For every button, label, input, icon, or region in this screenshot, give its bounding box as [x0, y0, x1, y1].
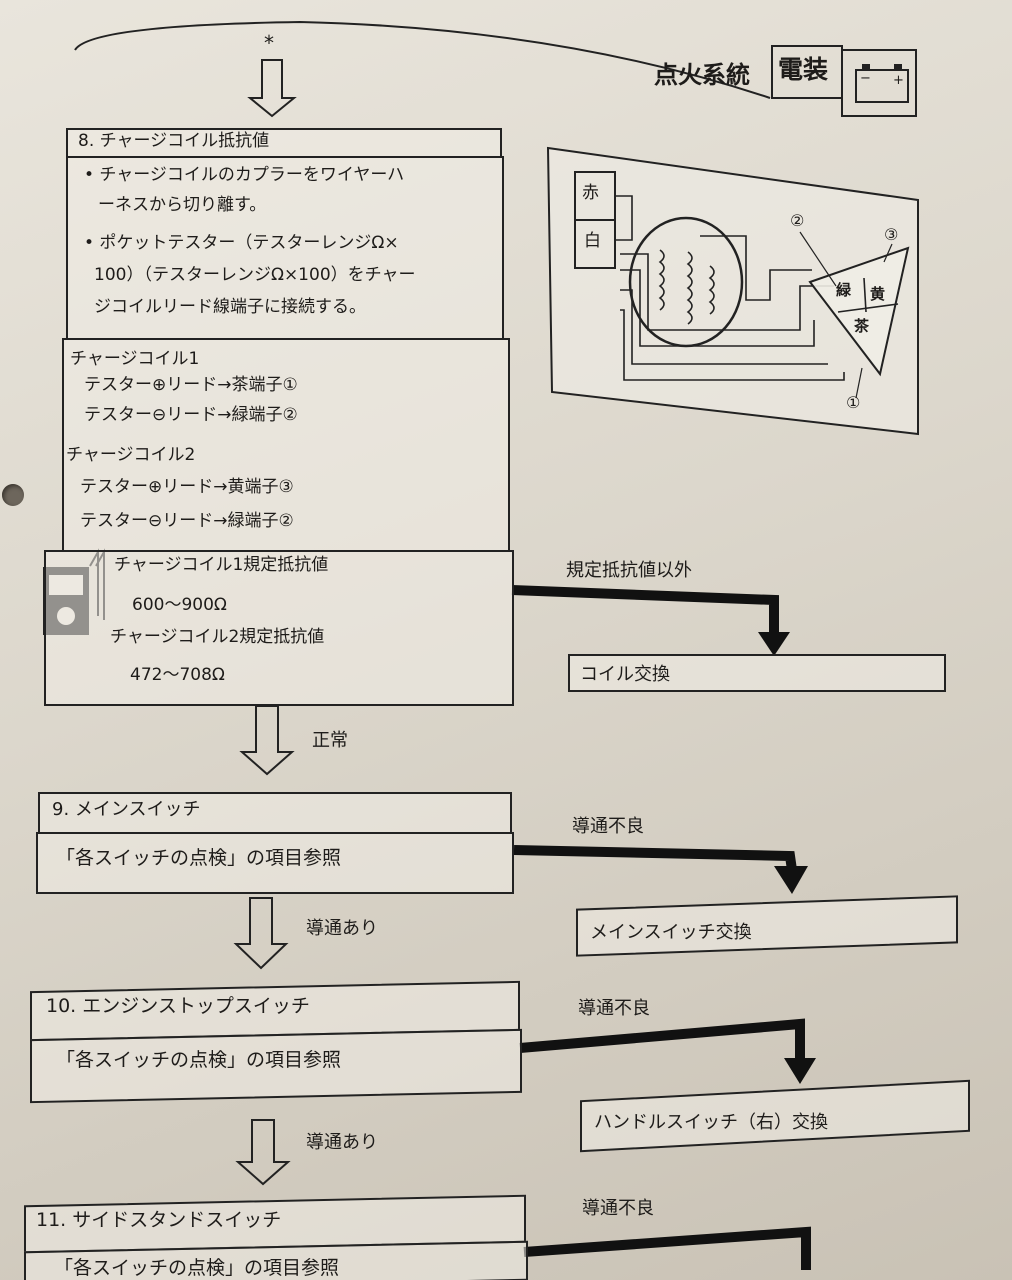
binder-hole [2, 484, 24, 506]
step8-fail-label: 規定抵抗値以外 [566, 560, 692, 581]
step8-fail-action-box [568, 654, 946, 692]
terminal-yellow: 黄 [870, 285, 886, 303]
wire-white: 白 [584, 231, 601, 251]
step8-instruction-2: ーネスから切り離す。 [98, 195, 267, 215]
step9-fail-action: メインスイッチ交換 [590, 922, 752, 943]
category-label: 電装 [778, 55, 829, 84]
step10-fail-label: 導通不良 [578, 998, 650, 1019]
coil1-plus: テスター⊕リード→茶端子① [84, 375, 298, 395]
step11-fail-label: 導通不良 [582, 1198, 654, 1219]
header-rule [74, 20, 771, 99]
step11-ref: 「各スイッチの点検」の項目参照 [54, 1257, 340, 1279]
fail-arrowheads [758, 632, 816, 1084]
terminal-number-3: ③ [884, 225, 899, 244]
step8-instruction-1: • チャージコイルのカプラーをワイヤーハ [84, 165, 405, 185]
section-title: 点火系統 [654, 61, 750, 89]
step8-spec-box [44, 550, 514, 706]
step8-connections-box [62, 338, 510, 552]
battery-box [841, 49, 917, 117]
terminal-number-2: ② [790, 211, 805, 230]
spec2-label: チャージコイル2規定抵抗値 [110, 627, 325, 647]
wire-red: 赤 [582, 183, 599, 203]
step8-instruction-3: • ポケットテスター（テスターレンジΩ× [84, 233, 399, 253]
step10-fail-action: ハンドルスイッチ（右）交換 [594, 1112, 828, 1133]
step11-title: 11. サイドスタンドスイッチ [36, 1209, 282, 1231]
continuation-asterisk: * [264, 31, 274, 55]
step9-title: 9. メインスイッチ [52, 799, 201, 820]
step9-fail-label: 導通不良 [572, 816, 644, 837]
spec1-label: チャージコイル1規定抵抗値 [114, 555, 329, 575]
coil2-label: チャージコイル2 [66, 445, 196, 465]
step8-instructions-box [66, 156, 504, 340]
step8-instruction-4: 100）（テスターレンジΩ×100）をチャー [94, 265, 416, 285]
step8-ok-label: 正常 [312, 730, 348, 751]
flow-arrows [233, 59, 297, 1186]
fail-arrows [511, 585, 811, 1270]
step10-ok-label: 導通あり [306, 1132, 378, 1153]
step9-ref-box [36, 832, 514, 894]
coil1-minus: テスター⊖リード→緑端子② [84, 405, 298, 425]
battery-minus: − [860, 71, 871, 86]
step8-title: 8. チャージコイル抵抗値 [78, 131, 270, 151]
terminal-brown: 茶 [854, 317, 870, 335]
step10-title: 10. エンジンストップスイッチ [46, 995, 310, 1017]
charge-coil-diagram [546, 146, 919, 436]
step8-instruction-5: ジコイルリード線端子に接続する。 [94, 297, 366, 317]
step9-ok-label: 導通あり [306, 918, 378, 939]
step9-ref: 「各スイッチの点検」の項目参照 [56, 847, 342, 869]
coil1-label: チャージコイル1 [70, 349, 200, 369]
spec1-value: 600〜900Ω [132, 595, 227, 615]
terminal-number-1: ① [846, 393, 861, 412]
terminal-green: 緑 [836, 281, 852, 299]
battery-plus: + [893, 73, 904, 88]
spec2-value: 472〜708Ω [130, 665, 225, 685]
step8-fail-action: コイル交換 [580, 664, 670, 685]
coil2-minus: テスター⊖リード→緑端子② [80, 511, 294, 531]
battery-icon [855, 64, 909, 103]
step9-title-box [38, 792, 512, 834]
step10-ref: 「各スイッチの点検」の項目参照 [56, 1049, 342, 1071]
coil2-plus: テスター⊕リード→黄端子③ [80, 477, 294, 497]
